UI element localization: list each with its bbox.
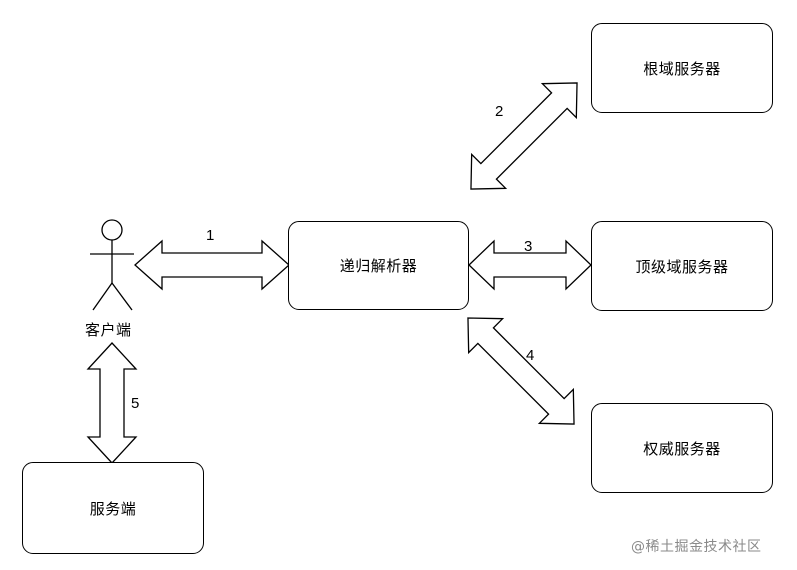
root-server-label: 根域服务器 [643,59,721,78]
arrow-5-client-server [86,342,138,464]
arrow-4-resolver-authoritative [467,317,575,425]
client-actor-icon [90,219,134,311]
client-label: 客户端 [85,321,132,339]
arrow-1-client-resolver [134,239,290,291]
authoritative-server-node: 权威服务器 [591,403,773,493]
root-server-node: 根域服务器 [591,23,773,113]
tld-server-node: 顶级域服务器 [591,221,773,311]
step-2-label: 2 [495,103,504,120]
recursive-resolver-label: 递归解析器 [339,257,418,275]
step-1-label: 1 [206,227,215,244]
authoritative-server-label: 权威服务器 [643,439,721,458]
server-node: 服务端 [22,462,204,554]
step-3-label: 3 [524,238,533,255]
step-5-label: 5 [131,395,140,412]
watermark-text: @稀土掘金技术社区 [631,539,762,555]
recursive-resolver-node: 递归解析器 [288,221,469,310]
step-4-label: 4 [526,347,535,364]
server-label: 服务端 [89,499,137,518]
tld-server-label: 顶级域服务器 [635,257,729,276]
arrow-2-resolver-root [470,82,578,190]
